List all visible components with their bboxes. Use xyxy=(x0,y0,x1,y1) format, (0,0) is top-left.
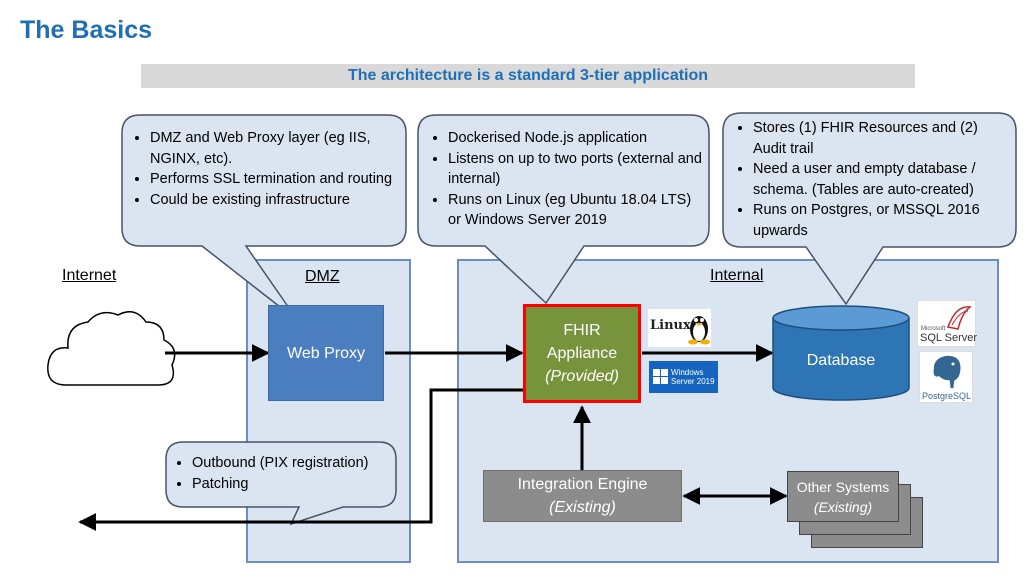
callout-app: Dockerised Node.js application Listens o… xyxy=(432,128,704,231)
callout-proxy-shape xyxy=(121,114,407,322)
other-systems-box: Other Systems (Existing) xyxy=(787,471,899,522)
callout-db-item: Runs on Postgres, or MSSQL 2016 upwards xyxy=(753,200,1012,241)
callout-app-item: Listens on up to two ports (external and… xyxy=(448,149,704,190)
postgresql-text: PostgreSQL xyxy=(922,391,972,401)
cloud-icon xyxy=(47,311,176,386)
sql-server-icon xyxy=(946,306,972,330)
arrow-outbound xyxy=(78,388,523,531)
linux-logo: Linux xyxy=(648,309,711,347)
database-label: Database xyxy=(806,351,876,369)
windows-text-1: Windows xyxy=(671,368,704,377)
callout-app-item: Dockerised Node.js application xyxy=(448,128,704,149)
internal-label: Internal xyxy=(710,267,764,284)
fhir-label-2: Appliance xyxy=(546,345,618,362)
callout-outbound: Outbound (PIX registration) Patching xyxy=(176,453,392,494)
callout-outbound-shape xyxy=(165,441,397,526)
web-proxy-label: Web Proxy xyxy=(287,344,365,362)
callout-outbound-item: Patching xyxy=(192,474,392,495)
internet-label: Internet xyxy=(62,267,117,284)
integration-label-1: Integration Engine xyxy=(517,476,648,493)
other-label-1: Other Systems xyxy=(796,478,890,495)
linux-text: Linux xyxy=(650,318,691,333)
callout-proxy: DMZ and Web Proxy layer (eg IIS, NGINX, … xyxy=(134,128,398,210)
postgresql-elephant-icon xyxy=(932,354,962,390)
integration-label-2: (Existing) xyxy=(549,499,616,516)
fhir-appliance-box: FHIR Appliance (Provided) xyxy=(523,304,641,403)
callout-db-shape xyxy=(722,112,1017,306)
callout-db-item: Stores (1) FHIR Resources and (2) Audit … xyxy=(753,118,1012,159)
integration-engine-box: Integration Engine (Existing) xyxy=(483,470,682,522)
callout-app-item: Runs on Linux (eg Ubuntu 18.04 LTS) or W… xyxy=(448,190,704,231)
callout-db-item: Need a user and empty database / schema.… xyxy=(753,159,1012,200)
callout-app-shape xyxy=(417,114,710,305)
callout-proxy-item: Could be existing infrastructure xyxy=(150,190,398,211)
other-label-2: (Existing) xyxy=(813,498,873,515)
windows-icon xyxy=(653,369,668,384)
sql-server-logo: Microsoft SQL Server xyxy=(917,300,978,347)
postgresql-logo: PostgreSQL xyxy=(919,351,973,403)
windows-text-2: Server 2019 xyxy=(671,377,715,386)
fhir-label-1: FHIR xyxy=(563,322,601,339)
callout-proxy-item: Performs SSL termination and routing xyxy=(150,169,398,190)
windows-server-logo: Windows Server 2019 xyxy=(649,361,718,393)
tux-icon xyxy=(688,316,710,345)
fhir-label-3: (Provided) xyxy=(545,368,619,385)
callout-db: Stores (1) FHIR Resources and (2) Audit … xyxy=(737,118,1012,241)
callout-outbound-item: Outbound (PIX registration) xyxy=(192,453,392,474)
page-title: The Basics xyxy=(20,16,153,44)
banner: The architecture is a standard 3-tier ap… xyxy=(141,64,915,88)
sql-server-small-text: Microsoft xyxy=(921,326,946,332)
web-proxy-box: Web Proxy xyxy=(268,305,384,401)
callout-proxy-item: DMZ and Web Proxy layer (eg IIS, NGINX, … xyxy=(150,128,398,169)
dmz-label: DMZ xyxy=(305,268,340,285)
sql-server-text: SQL Server xyxy=(920,332,978,344)
